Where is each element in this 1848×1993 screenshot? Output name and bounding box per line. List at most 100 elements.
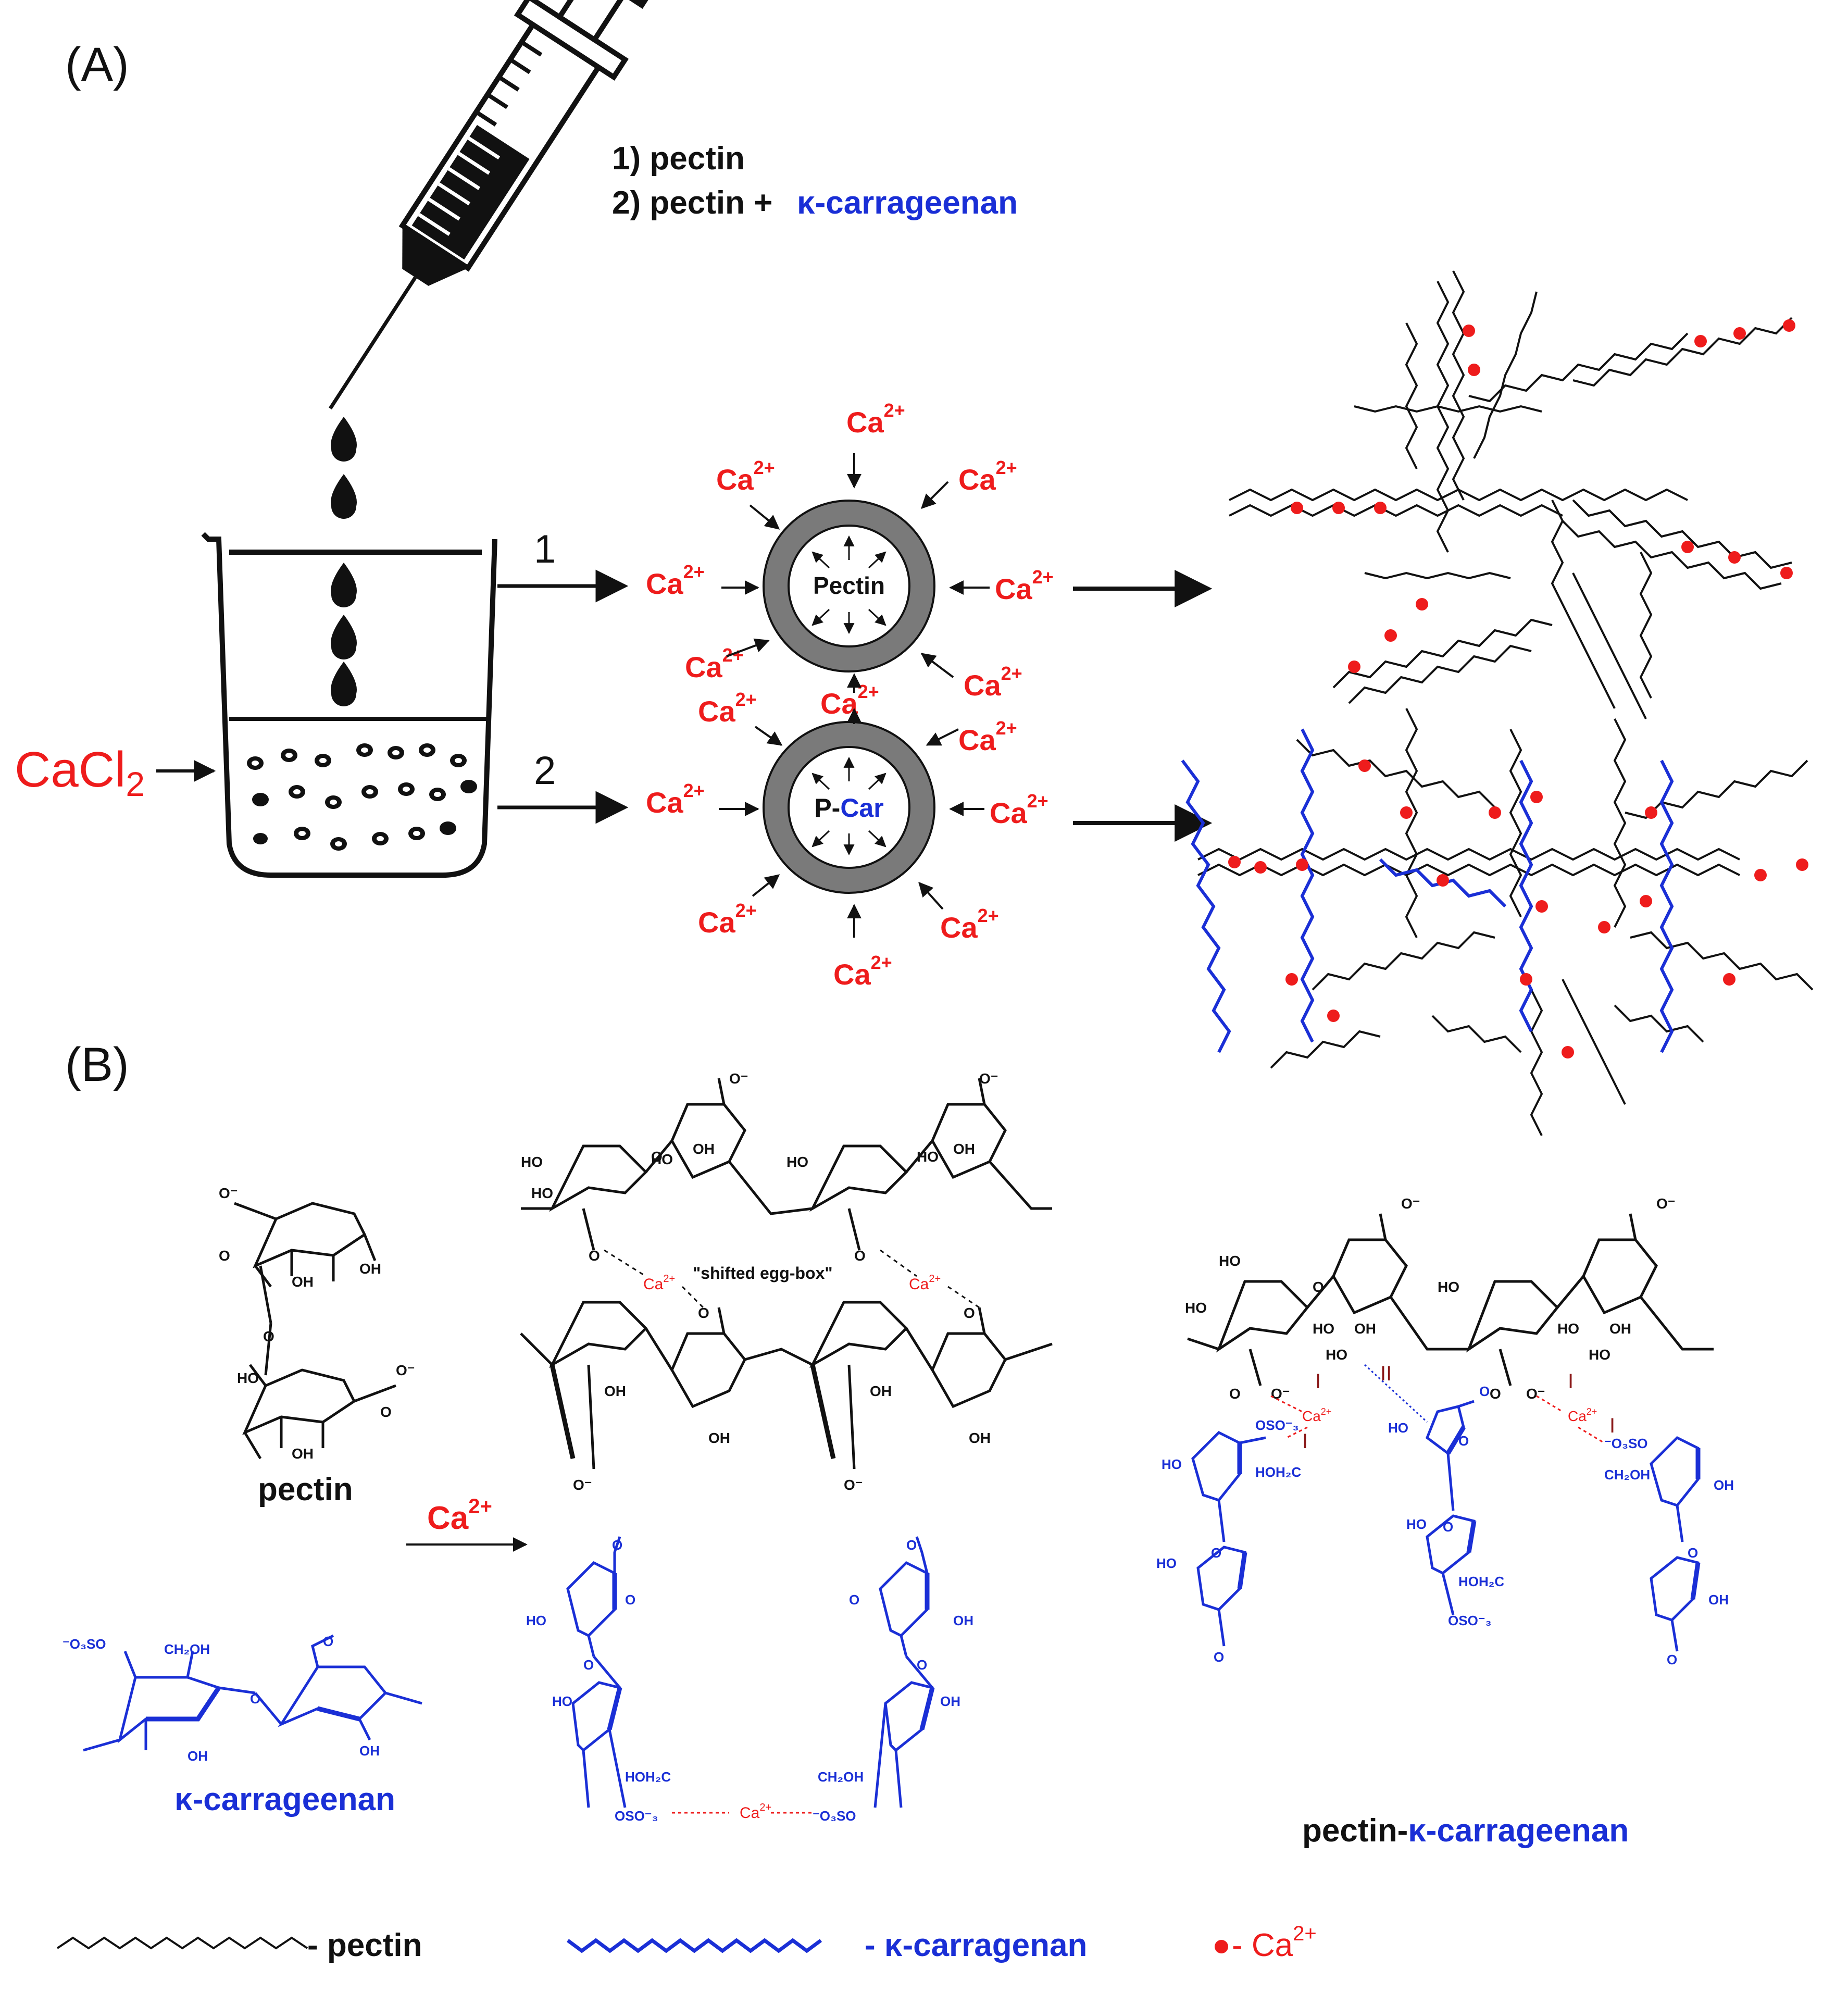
- complex-carrageenan-atoms: HO HOH₂C OSO⁻₃ O HO O HO O O O HO HOH₂C …: [1156, 1384, 1734, 1667]
- complex-pectin-structure: [1187, 1213, 1714, 1386]
- svg-text:O⁻: O⁻: [1526, 1386, 1545, 1402]
- complex-bond-labels: I I II I I: [1302, 1362, 1615, 1453]
- svg-text:O: O: [380, 1404, 392, 1420]
- svg-text:HO: HO: [526, 1613, 546, 1628]
- svg-text:OH: OH: [1609, 1321, 1631, 1337]
- svg-text:HO: HO: [1156, 1555, 1177, 1571]
- svg-text:OH: OH: [1708, 1592, 1729, 1608]
- svg-text:HOH₂C: HOH₂C: [1458, 1574, 1504, 1589]
- syringe-label-2-carrageenan: κ-carrageenan: [797, 185, 1018, 221]
- svg-text:O: O: [1667, 1652, 1677, 1667]
- svg-text:HO: HO: [1162, 1456, 1182, 1472]
- ca-ion: Ca2+: [958, 457, 1017, 496]
- bead-1-label: Pectin: [813, 572, 885, 599]
- svg-text:OSO⁻₃: OSO⁻₃: [1255, 1417, 1299, 1433]
- svg-text:HO: HO: [1326, 1347, 1347, 1363]
- ca-ion: Ca2+: [646, 561, 705, 600]
- ca-ion: Ca2+: [833, 952, 892, 991]
- svg-text:HO: HO: [1557, 1321, 1579, 1337]
- svg-text:O: O: [651, 1149, 663, 1165]
- svg-text:O: O: [583, 1657, 594, 1673]
- svg-text:O: O: [1443, 1519, 1453, 1535]
- svg-text:OH: OH: [604, 1383, 626, 1399]
- pectin-label: pectin: [258, 1472, 353, 1508]
- carrageenan-eggbox-ca: Ca2+: [740, 1802, 771, 1822]
- pectin-monomer-atoms: O⁻ O OH OH O HO OH O⁻ O: [219, 1185, 415, 1462]
- ca-ion: Ca2+: [958, 717, 1017, 756]
- bead-2-label: P-Car: [814, 793, 883, 823]
- svg-text:O⁻: O⁻: [219, 1185, 238, 1201]
- svg-text:HO: HO: [552, 1693, 572, 1709]
- svg-text:O: O: [698, 1305, 709, 1321]
- svg-text:HO: HO: [1388, 1420, 1408, 1436]
- svg-text:O⁻: O⁻: [1401, 1195, 1420, 1212]
- svg-text:I: I: [1568, 1370, 1574, 1393]
- carrageenan-monomer-atoms: ⁻O₃SO CH₂OH OH O O OH: [63, 1634, 380, 1764]
- svg-text:O: O: [1211, 1545, 1221, 1561]
- svg-text:HO: HO: [786, 1154, 808, 1170]
- svg-text:O: O: [250, 1691, 260, 1706]
- pectin-network: [1229, 270, 1793, 719]
- svg-text:HO: HO: [1589, 1347, 1610, 1363]
- pectin-carrageenan-network-ca-dots: [1228, 759, 1808, 1058]
- svg-text:O⁻: O⁻: [979, 1070, 998, 1087]
- svg-text:HO: HO: [917, 1149, 939, 1165]
- ca-ion: Ca2+: [964, 663, 1022, 702]
- svg-text:O⁻: O⁻: [573, 1477, 592, 1493]
- ca-ion: Ca2+: [995, 566, 1054, 605]
- pectin-bead: Pectin: [763, 500, 935, 672]
- carrageenan-eggbox-structure: [566, 1536, 935, 1808]
- svg-text:HO: HO: [237, 1370, 259, 1386]
- syringe-label-2-prefix: 2) pectin +: [612, 185, 772, 221]
- svg-text:I: I: [1609, 1414, 1615, 1437]
- route-1-label: 1: [534, 527, 556, 571]
- legend-carrageenan-label: - κ-carragenan: [865, 1927, 1087, 1963]
- svg-text:O⁻: O⁻: [729, 1070, 748, 1087]
- svg-text:OH: OH: [953, 1613, 973, 1628]
- svg-text:O: O: [1214, 1649, 1224, 1665]
- legend-pectin-label: - pectin: [307, 1927, 422, 1963]
- svg-text:O: O: [263, 1328, 274, 1344]
- svg-text:II: II: [1380, 1362, 1392, 1385]
- svg-text:O: O: [1458, 1433, 1469, 1449]
- complex-label: pectin-κ-carrageenan: [1302, 1813, 1629, 1849]
- ca-ion: Ca2+: [698, 900, 757, 939]
- panel-b-label: (B): [65, 1038, 129, 1091]
- svg-text:O: O: [1313, 1279, 1324, 1295]
- svg-text:HOH₂C: HOH₂C: [625, 1769, 671, 1785]
- complex-carrageenan-structure: [1191, 1400, 1701, 1652]
- svg-text:O: O: [589, 1248, 600, 1264]
- svg-text:I: I: [1315, 1370, 1321, 1393]
- droplets: [331, 417, 357, 706]
- ca-ion: Ca2+: [698, 689, 757, 728]
- ca-ions-panel-a: Ca2+ Ca2+ Ca2+ Ca2+ Ca2+ Ca2+ Ca2+ Ca2+ …: [646, 400, 1054, 991]
- svg-text:HOH₂C: HOH₂C: [1255, 1464, 1301, 1480]
- svg-text:OH: OH: [693, 1141, 715, 1157]
- svg-text:O: O: [625, 1592, 635, 1608]
- carrageenan-label: κ-carrageenan: [174, 1782, 395, 1817]
- svg-text:OH: OH: [1354, 1321, 1376, 1337]
- svg-text:OH: OH: [292, 1446, 314, 1462]
- legend-pectin-line: [56, 1936, 308, 1950]
- svg-text:OH: OH: [953, 1141, 975, 1157]
- complex-ca-right: Ca2+: [1568, 1406, 1597, 1424]
- svg-text:OH: OH: [969, 1430, 991, 1446]
- svg-text:O⁻: O⁻: [1271, 1386, 1290, 1402]
- panel-a-label: (A): [65, 38, 129, 91]
- svg-text:O: O: [1479, 1384, 1490, 1399]
- pectin-eggbox-structure: [520, 1078, 1053, 1469]
- svg-text:O: O: [849, 1592, 859, 1608]
- ca-ion: Ca2+: [646, 780, 705, 819]
- complex-pectin-atoms: HO HO O HO OH O⁻ HO HO HO OH O⁻ HO O O⁻ …: [1185, 1195, 1676, 1402]
- svg-text:OH: OH: [188, 1748, 208, 1764]
- eggbox-ca-right: Ca2+: [909, 1273, 941, 1293]
- svg-text:CH₂OH: CH₂OH: [818, 1769, 864, 1785]
- svg-text:OH: OH: [940, 1693, 960, 1709]
- pectin-carrageenan-network: [1181, 708, 1814, 1136]
- svg-text:O: O: [219, 1248, 230, 1264]
- eggbox-label: "shifted egg-box": [693, 1264, 833, 1282]
- svg-text:O: O: [1688, 1545, 1698, 1561]
- ca-ion: Ca2+: [990, 790, 1048, 829]
- svg-text:HO: HO: [1406, 1516, 1427, 1532]
